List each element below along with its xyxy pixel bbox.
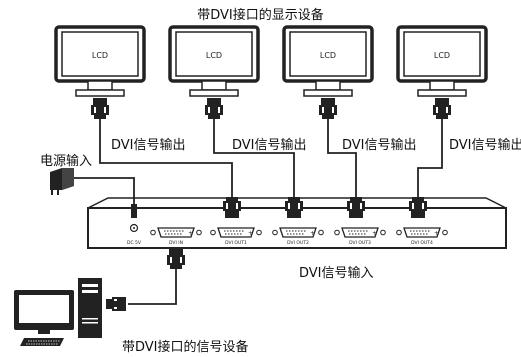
- output-cable-2: [213, 119, 295, 200]
- port-label-out3: DVI OUT3: [349, 240, 371, 246]
- output-label-3: DVI信号输出: [342, 138, 417, 153]
- port-label-dvi-in: DVI IN: [169, 240, 183, 246]
- output-label-2: DVI信号输出: [232, 138, 307, 153]
- port-label-dc: DC 5V: [127, 240, 142, 246]
- lcd-monitor-4: [396, 25, 488, 98]
- dvi-plug-in: [167, 248, 185, 269]
- monitor-2-label: LCD: [206, 51, 222, 60]
- output-cable-1: [99, 119, 233, 200]
- output-cable-3: [327, 119, 357, 200]
- lcd-monitor-2: [168, 25, 260, 98]
- dvi-input-label: DVI信号输入: [299, 266, 374, 281]
- source-device-label: 带DVI接口的信号设备: [122, 340, 249, 355]
- lcd-monitor-1: [54, 25, 146, 98]
- port-label-out4: DVI OUT4: [411, 240, 433, 246]
- monitor-3-label: LCD: [320, 51, 336, 60]
- display-devices-title: 带DVI接口的显示设备: [197, 8, 324, 23]
- lcd-monitor-3: [282, 25, 374, 98]
- monitor-1-label: LCD: [92, 51, 108, 60]
- dvi-plug-monitor-1: [91, 98, 109, 119]
- port-label-out2: DVI OUT2: [287, 240, 309, 246]
- output-cable-4: [417, 119, 443, 200]
- power-input-label: 电源输入: [40, 154, 93, 169]
- output-label-4: DVI信号输出: [449, 138, 521, 153]
- monitor-4-label: LCD: [434, 51, 450, 60]
- dvi-plug-monitor-3: [319, 98, 337, 119]
- power-adapter-icon: [50, 168, 74, 195]
- power-cable: [74, 177, 135, 204]
- pc-source-icon: [14, 278, 102, 346]
- dvi-plug-monitor-4: [433, 98, 451, 119]
- port-label-out1: DVI OUT1: [225, 240, 247, 246]
- output-label-1: DVI信号输出: [111, 138, 186, 153]
- dvi-plug-pc: [106, 297, 126, 311]
- dvi-plug-monitor-2: [205, 98, 223, 119]
- input-cable: [128, 269, 177, 305]
